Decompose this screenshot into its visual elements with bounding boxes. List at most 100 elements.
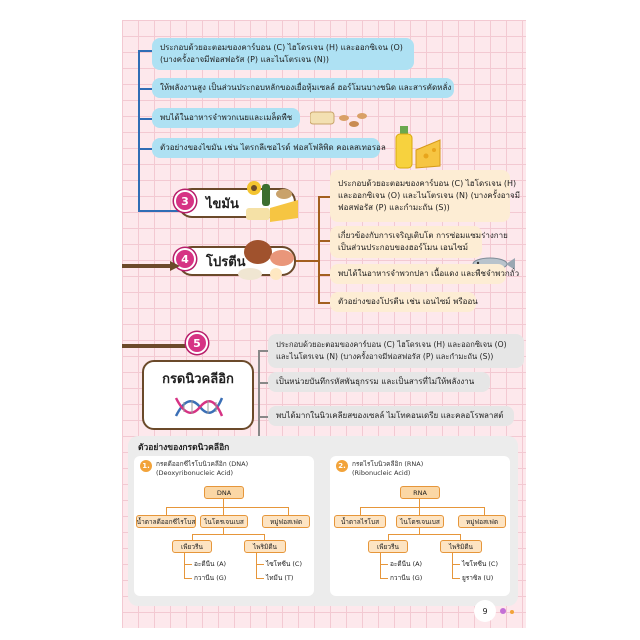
protein-info-source: พบได้ในอาหารจำพวกปลา เนื้อแดง และพืชจำพว… (330, 264, 519, 284)
fat-info-line: ประกอบด้วยอะตอมของคาร์บอน (C) ไฮโดรเจน (… (160, 43, 403, 52)
protein-connector (318, 196, 320, 304)
rna-phosphate-node: หมู่ฟอสเฟต (458, 515, 506, 528)
tree-line (388, 534, 389, 540)
fat-info-examples: ตัวอย่างของไขมัน เช่น ไตรกลีเซอไรด์ ฟอสโ… (152, 138, 386, 158)
fat-info-source: พบได้ในอาหารจำพวกเนยและเมล็ดพืช (152, 108, 300, 128)
rna-purine-node: เพียวรีน (368, 540, 408, 553)
rna-english: (Ribonucleic Acid) (352, 469, 411, 477)
rna-pyrimidine-leaf: ไซโทซีน (C) (462, 560, 498, 568)
nucleic-info-function: เป็นหน่วยบันทึกรหัสพันธุกรรม และเป็นสารท… (268, 372, 490, 392)
dna-number: 1. (140, 460, 152, 472)
dna-purine-leaf: กวานีน (G) (194, 574, 227, 582)
fat-connector-h1 (138, 50, 152, 52)
tree-line (256, 553, 257, 579)
nucleic-info-location: พบได้มากในนิวเคลียสของเซลล์ ไมโทคอนเดรีย… (268, 406, 514, 426)
protein-info-function: เกี่ยวข้องกับการเจริญเติบโต การซ่อมแซมร่… (330, 226, 508, 258)
dna-card: 1. กรดดีออกซีไรโบนิวคลีอิก (DNA) (Deoxyr… (134, 456, 314, 596)
dna-pyrimidine-leaf: ไทมีน (T) (266, 574, 294, 582)
fat-connector-h4 (138, 148, 152, 150)
tree-line (419, 507, 420, 515)
protein-info-line: เป็นส่วนประกอบของฮอร์โมน เอนไซม์ (338, 243, 469, 252)
dna-purine-node: เพียวรีน (172, 540, 212, 553)
page-number: 9 (474, 600, 496, 622)
tree-line (419, 499, 420, 507)
tree-line (380, 553, 381, 579)
tree-line (184, 578, 192, 579)
rna-purine-leaf: กวานีน (G) (390, 574, 423, 582)
tree-line (184, 564, 192, 565)
protein-info-line: ประกอบด้วยอะตอมของคาร์บอน (C) ไฮโดรเจน (… (338, 179, 517, 188)
tree-line (192, 534, 264, 535)
rna-pyrimidine-node: ไพริมิดีน (440, 540, 482, 553)
tree-line (388, 534, 460, 535)
nucleic-number: 5 (193, 336, 201, 350)
protein-connector-h1 (318, 196, 330, 198)
protein-number-badge: 4 (174, 248, 196, 270)
tree-line (360, 507, 361, 515)
rna-sugar-node: น้ำตาลไรโบส (334, 515, 386, 528)
protein-info-line: ตัวอย่างของโปรตีน เช่น เอนไซม์ พรีออน (338, 297, 478, 306)
dna-pyrimidine-node: ไพริมิดีน (244, 540, 286, 553)
textbook-page: ประกอบด้วยอะตอมของคาร์บอน (C) ไฮโดรเจน (… (122, 20, 526, 628)
protein-info-line: และออกซิเจน (O) และไนโตรเจน (N) (บางครั้… (338, 191, 521, 200)
dna-name: กรดดีออกซีไรโบนิวคลีอิก (DNA) (156, 460, 249, 468)
nucleic-info-line: ประกอบด้วยอะตอมของคาร์บอน (C) ไฮโดรเจน (… (276, 340, 507, 349)
rna-card: 2. กรดไรโบนิวคลีอิก (RNA) (Ribonucleic A… (330, 456, 510, 596)
tree-line (184, 553, 185, 579)
dna-root-node: DNA (204, 486, 244, 499)
tree-line (460, 534, 461, 540)
tree-line (223, 528, 224, 534)
protein-info-examples: ตัวอย่างของโปรตีน เช่น เอนไซม์ พรีออน (330, 292, 478, 312)
rna-base-node: ไนโตรเจนเบส (396, 515, 444, 528)
nucleic-examples-panel: ตัวอย่างของกรดนิวคลีอิก 1. กรดดีออกซีไรโ… (128, 436, 518, 606)
dna-english: (Deoxyribonucleic Acid) (156, 469, 234, 477)
rna-name: กรดไรโบนิวคลีอิก (RNA) (352, 460, 424, 468)
dna-helix-icon (174, 392, 224, 426)
protein-number: 4 (181, 252, 189, 266)
nucleic-connector-h1 (258, 350, 268, 352)
oil-cheese-illustration (392, 122, 444, 176)
fat-title-text: ไขมัน (206, 196, 239, 212)
protein-title-text: โปรตีน (206, 254, 246, 270)
fat-connector-h3 (138, 118, 152, 120)
nucleic-info-composition: ประกอบด้วยอะตอมของคาร์บอน (C) ไฮโดรเจน (… (268, 334, 524, 368)
tree-line (452, 564, 460, 565)
fat-number: 3 (181, 194, 189, 208)
nucleic-connector-h2 (258, 382, 268, 384)
fat-info-composition: ประกอบด้วยอะตอมของคาร์บอน (C) ไฮโดรเจน (… (152, 38, 414, 70)
protein-info-line: ฟอสฟอรัส (P) และกำมะถัน (S)) (338, 203, 450, 212)
tree-line (256, 578, 264, 579)
dna-purine-leaf: อะดีนีน (A) (194, 560, 227, 568)
tree-line (452, 578, 460, 579)
tree-line (380, 578, 388, 579)
nucleic-info-line: พบได้มากในนิวเคลียสของเซลล์ ไมโทคอนเดรีย… (276, 411, 504, 420)
dna-pyrimidine-leaf: ไซโทซีน (C) (266, 560, 302, 568)
examples-title: ตัวอย่างของกรดนิวคลีอิก (138, 443, 230, 453)
protein-food-illustration (236, 236, 300, 288)
protein-connector-h2 (318, 240, 330, 242)
nucleic-connector (258, 350, 260, 440)
tree-line (192, 534, 193, 540)
fat-connector-h2 (138, 88, 152, 90)
rna-root-node: RNA (400, 486, 440, 499)
fat-number-badge: 3 (174, 190, 196, 212)
tree-line (484, 507, 485, 515)
nucleic-connector-h3 (258, 416, 268, 418)
tree-line (166, 507, 167, 515)
rna-number: 2. (336, 460, 348, 472)
nucleic-title-card: กรดนิวคลีอิก (142, 360, 254, 430)
protein-connector-h3 (318, 274, 330, 276)
fat-info-line: ให้พลังงานสูง เป็นส่วนประกอบหลักของเยื่อ… (160, 83, 452, 92)
fat-connector-bottom (138, 210, 182, 212)
fat-info-line: ตัวอย่างของไขมัน เช่น ไตรกลีเซอไรด์ ฟอสโ… (160, 143, 386, 152)
decor-dot (510, 610, 514, 614)
tree-line (223, 499, 224, 507)
protein-connector-link (292, 260, 320, 262)
nucleic-title-text: กรดนิวคลีอิก (162, 372, 234, 387)
tree-line (380, 564, 388, 565)
fat-food-illustration (240, 178, 304, 230)
butter-peanuts-illustration (309, 108, 370, 138)
tree-line (288, 507, 289, 515)
nucleic-number-badge: 5 (186, 332, 208, 354)
dna-base-node: ไนโตรเจนเบส (200, 515, 248, 528)
